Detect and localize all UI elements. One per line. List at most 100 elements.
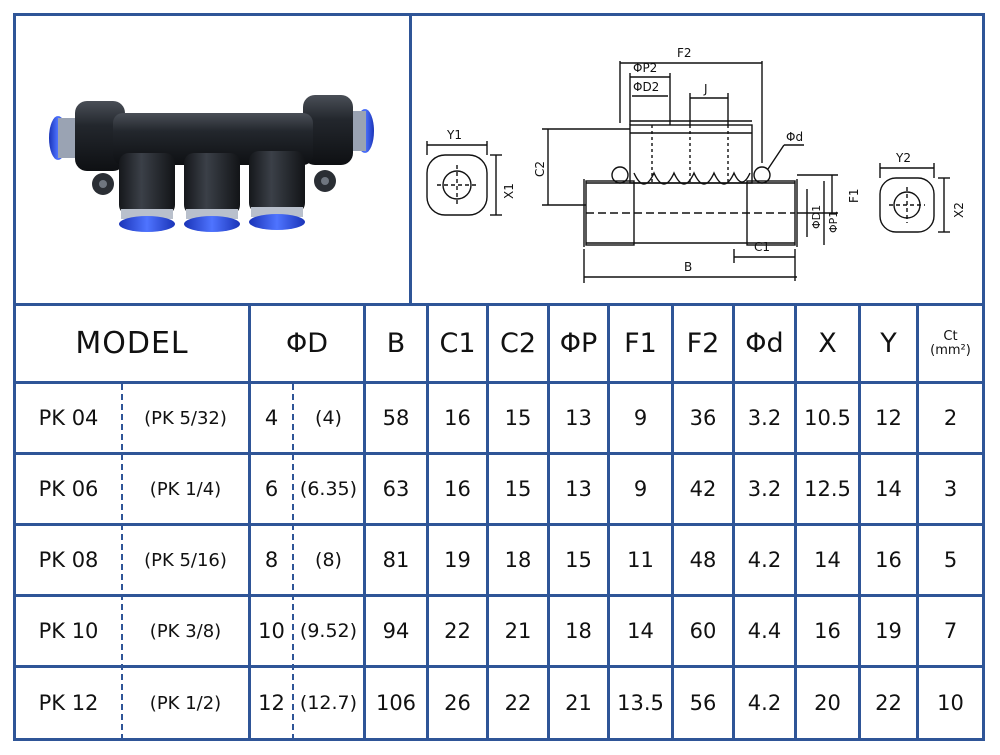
cell-c2: 21 — [504, 619, 532, 643]
col-divider — [486, 305, 489, 741]
cell-d-in: (9.52) — [299, 620, 358, 642]
cell-c2: 15 — [504, 477, 532, 501]
cell-p: 15 — [565, 548, 592, 572]
label-y1: Y1 — [446, 128, 462, 142]
row-divider — [13, 452, 985, 455]
technical-drawing: Y1 X1 F2 ΦP2 ΦD2 — [426, 46, 966, 283]
cell-d: 4 — [264, 406, 279, 430]
col-divider — [607, 305, 610, 741]
cell-ct: 5 — [943, 548, 958, 572]
header-ct: Ct (mm²) — [919, 306, 982, 381]
header-dd: Φd — [745, 328, 784, 359]
cell-d-in: (12.7) — [299, 692, 358, 714]
row-divider — [13, 665, 985, 668]
cell-f2: 42 — [689, 477, 717, 501]
d-dashed-divider — [292, 384, 294, 740]
header-ct-line2: (mm²) — [930, 342, 971, 358]
header-f1: F1 — [624, 328, 657, 359]
cell-inch: (PK 3/8) — [149, 620, 222, 642]
technical-drawing-panel: Y1 X1 F2 ΦP2 ΦD2 — [412, 13, 985, 305]
label-f2: F2 — [677, 46, 692, 60]
cell-x: 20 — [814, 691, 841, 715]
cell-x: 12.5 — [804, 477, 851, 501]
cell-f1: 9 — [633, 477, 648, 501]
header-c2: C2 — [499, 328, 537, 359]
cell-f1: 9 — [633, 406, 648, 430]
row-divider — [13, 594, 985, 597]
header-y: Y — [880, 328, 897, 359]
cell-c1: 22 — [444, 619, 471, 643]
cell-p: 18 — [565, 619, 592, 643]
row-divider — [13, 523, 985, 526]
cell-x: 14 — [814, 548, 841, 572]
col-divider — [794, 305, 797, 741]
cell-d: 6 — [264, 477, 279, 501]
cell-ct: 7 — [943, 619, 958, 643]
label-x1: X1 — [502, 183, 516, 199]
cell-c2: 22 — [504, 691, 532, 715]
label-b: B — [684, 260, 692, 274]
right-end-view — [879, 177, 935, 233]
label-x2: X2 — [952, 202, 966, 218]
col-divider — [248, 305, 251, 741]
cell-dd: 3.2 — [747, 477, 782, 501]
product-photo-panel — [13, 13, 412, 305]
header-ct-line1: Ct — [943, 328, 958, 344]
cell-ct: 2 — [943, 406, 958, 430]
cell-d: 12 — [258, 691, 285, 715]
cell-c1: 26 — [444, 691, 471, 715]
col-divider — [916, 305, 919, 741]
cell-d-in: (8) — [315, 549, 342, 571]
label-f1: F1 — [847, 188, 861, 203]
label-d2: ΦD2 — [633, 80, 659, 94]
col-divider — [671, 305, 674, 741]
cell-d: 10 — [258, 619, 285, 643]
cell-f2: 56 — [689, 691, 717, 715]
cell-y: 12 — [875, 406, 902, 430]
cell-y: 16 — [875, 548, 902, 572]
header-divider — [13, 381, 985, 384]
cell-f1: 13.5 — [617, 691, 664, 715]
left-end-view — [426, 154, 488, 216]
cell-model: PK 10 — [38, 619, 99, 643]
cell-c1: 16 — [444, 477, 471, 501]
cell-inch: (PK 1/2) — [149, 692, 222, 714]
cell-d: 8 — [264, 548, 279, 572]
label-p1: ΦP1 — [827, 211, 840, 233]
label-c1: C1 — [754, 240, 770, 254]
mount-hole-right — [753, 166, 771, 184]
label-p2: ΦP2 — [633, 61, 657, 75]
cell-d-in: (6.35) — [299, 478, 358, 500]
table-top-border — [13, 303, 985, 306]
label-j: J — [703, 82, 708, 96]
cell-dd: 3.2 — [747, 406, 782, 430]
cell-inch: (PK 1/4) — [149, 478, 222, 500]
cell-d-in: (4) — [315, 407, 342, 429]
col-divider — [858, 305, 861, 741]
label-c2: C2 — [533, 161, 547, 177]
header-f2: F2 — [686, 328, 720, 359]
header-x: X — [818, 328, 837, 359]
cell-y: 14 — [875, 477, 902, 501]
spec-sheet-frame — [13, 13, 985, 741]
mount-hole-left — [611, 166, 629, 184]
cell-f1: 14 — [627, 619, 654, 643]
cell-dd: 4.2 — [747, 691, 782, 715]
cell-model: PK 06 — [38, 477, 99, 501]
label-y2: Y2 — [895, 151, 911, 165]
cell-ct: 10 — [937, 691, 964, 715]
cell-dd: 4.2 — [747, 548, 782, 572]
header-b: B — [386, 328, 406, 359]
cell-c1: 16 — [444, 406, 471, 430]
header-d: ΦD — [285, 328, 329, 359]
cell-dd: 4.4 — [747, 619, 782, 643]
cell-p: 21 — [565, 691, 592, 715]
header-c1: C1 — [439, 328, 476, 359]
cell-ct: 3 — [943, 477, 958, 501]
cell-model: PK 04 — [38, 406, 99, 430]
cell-b: 58 — [382, 406, 410, 430]
cell-p: 13 — [565, 406, 592, 430]
col-divider — [363, 305, 366, 741]
header-model: MODEL — [75, 326, 189, 361]
label-d1: ΦD1 — [810, 205, 823, 229]
